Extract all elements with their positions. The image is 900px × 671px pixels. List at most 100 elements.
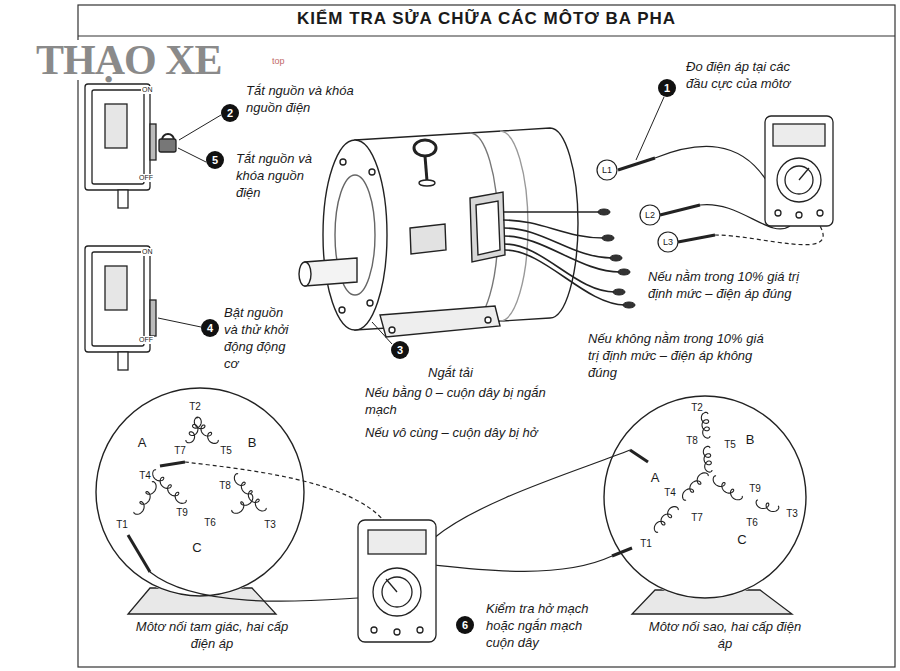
- motor: [299, 128, 578, 337]
- winding-terminal-label: T5: [723, 439, 737, 450]
- motor: [476, 201, 500, 255]
- callout-circle: [221, 104, 239, 122]
- winding-disc: [603, 395, 807, 599]
- winding-terminal-label: T3: [263, 519, 277, 530]
- disconnect-switch: [85, 246, 156, 370]
- disconnect-switch: [150, 300, 156, 336]
- leader-line: [179, 115, 221, 140]
- winding-terminal-label: T6: [203, 517, 217, 528]
- winding-outline: [96, 388, 304, 596]
- motor: [425, 156, 427, 181]
- motor-leads: [504, 228, 612, 258]
- motor: [305, 258, 357, 286]
- winding-coil: [756, 500, 779, 512]
- diagram-title: KIỂM TRA SỬA CHỮA CÁC MÔTƠ BA PHA: [78, 9, 895, 29]
- disconnect-switch: [118, 190, 128, 208]
- callout-circle: [206, 151, 224, 169]
- callout-number: 2: [221, 104, 239, 122]
- multimeter: [765, 116, 833, 226]
- test-leads: [630, 450, 648, 462]
- winding-terminal-label: T8: [685, 435, 699, 446]
- winding-terminal-label: T2: [690, 402, 704, 413]
- multimeter: [382, 577, 412, 607]
- disconnect-switch: [105, 104, 127, 148]
- winding-coil: [703, 446, 712, 472]
- callout-text: Bật nguồn và thử khởi động động cơ: [224, 304, 294, 372]
- winding-disc: [95, 387, 305, 597]
- winding-coil: [234, 474, 266, 511]
- winding-terminal-label: A: [650, 471, 661, 485]
- test-leads: [128, 535, 150, 572]
- disconnect-switch: [150, 124, 156, 160]
- multimeter: [775, 210, 781, 216]
- terminal-marker: [597, 160, 678, 252]
- winding-terminal-label: T1: [115, 519, 129, 530]
- terminal-lug: [598, 209, 610, 215]
- multimeter: [371, 627, 377, 633]
- winding-terminal-label: T7: [173, 445, 187, 456]
- frame: [78, 35, 895, 36]
- motor-leads: [504, 236, 620, 272]
- multimeter: [777, 158, 821, 202]
- meter-probes: [655, 146, 766, 180]
- note-text: Nếu nằm trong 10% giá trị định mức – điệ…: [648, 268, 826, 302]
- multimeter: [386, 579, 397, 592]
- winding-terminal-label: C: [191, 541, 202, 555]
- motor: [410, 224, 446, 254]
- winding-terminal-label: T4: [663, 487, 677, 498]
- multimeter: [417, 627, 423, 633]
- multimeter: [765, 116, 833, 226]
- leader-line: [372, 322, 392, 344]
- test-leads: [160, 462, 185, 466]
- test-leads: [434, 450, 630, 538]
- winding-coil: [713, 476, 742, 500]
- winding-diagram: T2T8T5BAT4T9T7T6T3CT1Môtơ nối sao, hai c…: [603, 395, 807, 599]
- callout-text: Tắt nguồn và khóa nguồn điện: [236, 150, 322, 201]
- motor: [414, 140, 436, 156]
- winding-coil: [701, 412, 710, 438]
- callout-text: Đo điện áp tại các đầu cực của môtơ: [686, 58, 798, 92]
- motor: [299, 262, 311, 286]
- winding-terminal-label: T2: [188, 401, 202, 412]
- callout-circle: [201, 319, 219, 337]
- note-text: Nếu không nằm trong 10% giá trị định mức…: [588, 330, 770, 381]
- motor: [380, 306, 500, 337]
- meter-probes: [618, 146, 823, 244]
- winding-terminal-label: T6: [745, 517, 759, 528]
- motor-leads: [503, 211, 600, 213]
- motor: [367, 300, 373, 306]
- winding-terminal-label: B: [247, 436, 258, 450]
- winding-coil: [654, 507, 678, 533]
- motor: [419, 180, 435, 186]
- leader-line: [636, 97, 664, 160]
- callout-number: 5: [206, 151, 224, 169]
- switch-position-label: OFF: [138, 336, 154, 344]
- motor: [369, 169, 375, 175]
- disconnect-switch: [92, 90, 144, 184]
- terminal-lug: [618, 269, 630, 275]
- motor-leads: [504, 244, 615, 292]
- watermark: THẠO XE: [34, 40, 224, 80]
- multimeter: [368, 530, 426, 554]
- winding-terminal-label: T9: [175, 507, 189, 518]
- winding-coil: [232, 494, 253, 513]
- terminal-lug: [598, 209, 635, 308]
- winding-terminal-label: B: [745, 433, 756, 447]
- winding-coil: [194, 418, 218, 444]
- terminal-marker: [640, 205, 660, 225]
- multimeter: [373, 568, 421, 616]
- winding-terminal-label: T1: [639, 538, 653, 549]
- leader-line: [158, 318, 201, 327]
- callout-circle: [456, 616, 474, 634]
- terminal-label: L1: [597, 160, 617, 180]
- winding-diagram: T2T7T5ABT4T8T9T1T6T3CMôtơ nối tam giác, …: [95, 387, 305, 597]
- winding-terminal-label: T9: [748, 483, 762, 494]
- terminal-lug: [602, 235, 614, 241]
- disconnect-switch: [159, 139, 176, 152]
- frame: [78, 5, 895, 667]
- terminal-label: L3: [658, 232, 678, 252]
- winding-coil: [153, 470, 187, 504]
- winding-terminal-label: T8: [218, 480, 232, 491]
- multimeter: [358, 520, 436, 642]
- switch-position-label: OFF: [138, 174, 154, 182]
